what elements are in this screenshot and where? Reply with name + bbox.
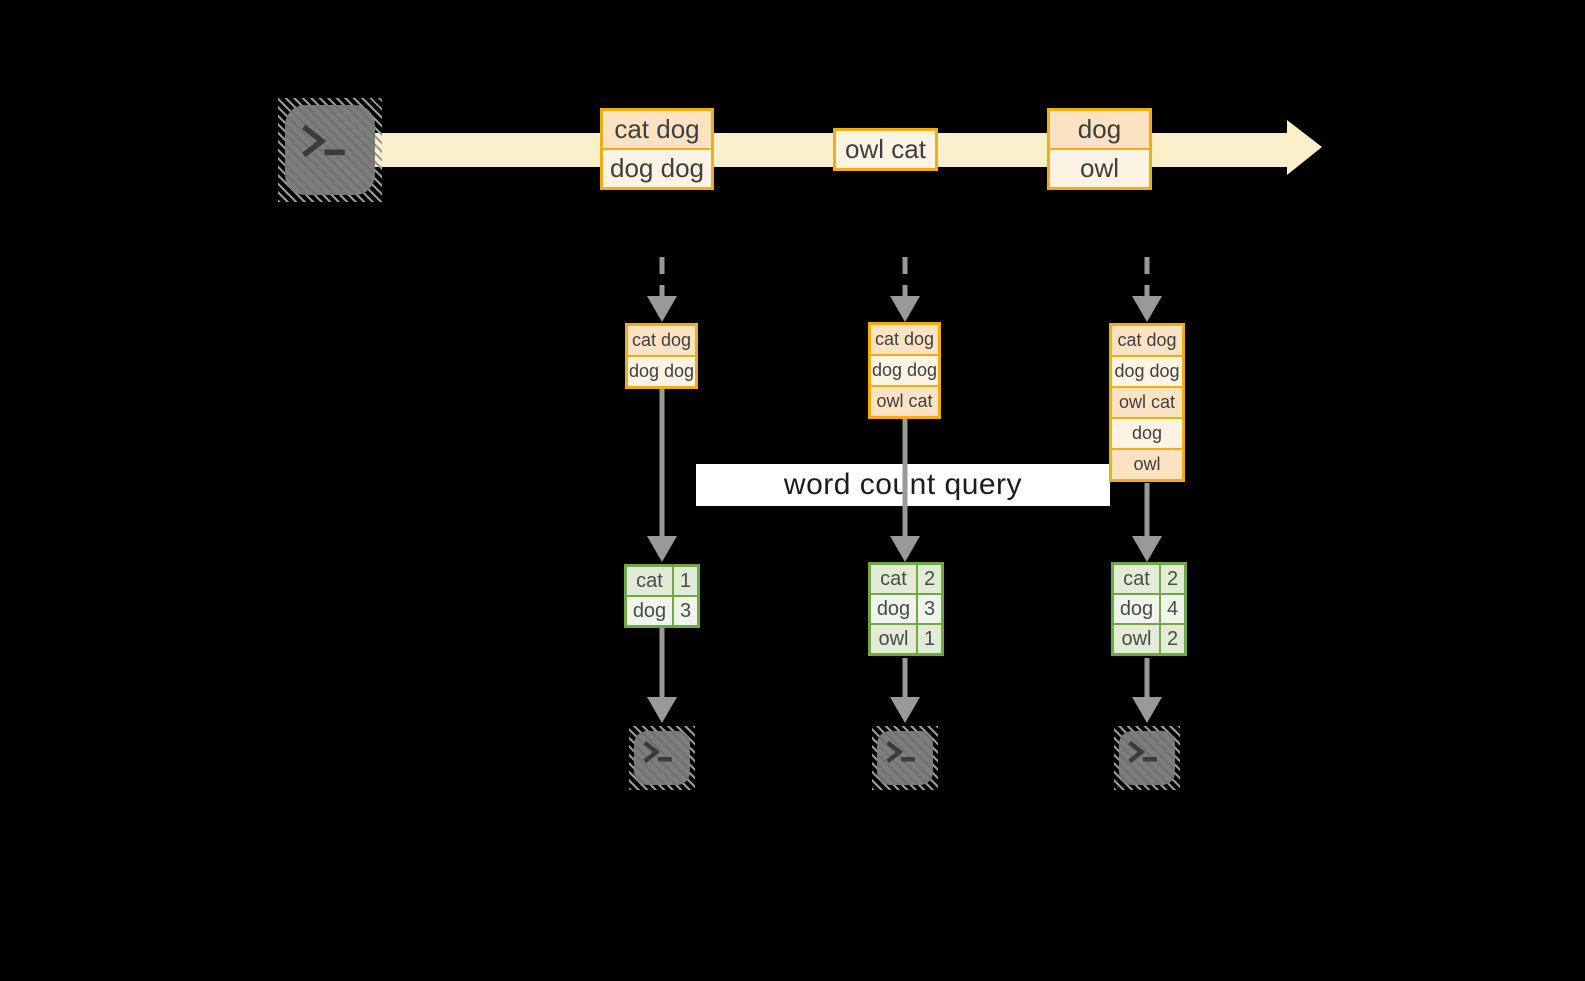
count-cell: 3 xyxy=(674,597,697,625)
word-cell: cat xyxy=(871,565,918,593)
table-row: owl 2 xyxy=(1114,623,1184,653)
sink-arrow-2 xyxy=(890,658,920,723)
word-cell: cat xyxy=(627,567,674,595)
stream-event-cell: dog dog xyxy=(603,148,711,187)
count-cell: 1 xyxy=(674,567,697,595)
query-arrow-3 xyxy=(1132,483,1162,562)
sink-terminal-icon-3 xyxy=(1114,726,1180,790)
state-cell: dog dog xyxy=(628,355,695,386)
state-cell: dog dog xyxy=(871,354,938,385)
terminal-screen xyxy=(634,731,690,785)
state-cell: owl xyxy=(1112,448,1182,479)
state-cell: owl cat xyxy=(871,385,938,416)
table-row: dog 3 xyxy=(627,595,697,625)
prompt-icon xyxy=(302,124,345,158)
state-cell: cat dog xyxy=(1112,326,1182,355)
stream-event-cell: cat dog xyxy=(603,111,711,148)
prompt-icon xyxy=(643,740,672,764)
word-cell: owl xyxy=(1114,625,1161,653)
table-row: cat 1 xyxy=(627,567,697,595)
stream-arrow-head xyxy=(1287,120,1322,175)
ingest-arrow-2 xyxy=(890,257,920,322)
table-row: owl 1 xyxy=(871,623,941,653)
sink-arrow-3 xyxy=(1132,658,1162,723)
count-cell: 2 xyxy=(1161,625,1184,653)
stream-event-box-1: cat dog dog dog xyxy=(600,108,714,190)
query-arrow-2 xyxy=(890,418,920,562)
table-row: cat 2 xyxy=(871,565,941,593)
count-cell: 3 xyxy=(918,595,941,623)
table-row: dog 4 xyxy=(1114,593,1184,623)
state-box-2: cat dog dog dog owl cat xyxy=(868,322,941,419)
word-cell: dog xyxy=(627,597,674,625)
state-cell: cat dog xyxy=(871,325,938,354)
count-table-1: cat 1 dog 3 xyxy=(624,564,700,628)
count-cell: 2 xyxy=(1161,565,1184,593)
source-terminal-icon xyxy=(278,98,382,202)
stream-event-cell: owl cat xyxy=(836,131,935,168)
prompt-icon xyxy=(886,740,915,764)
query-arrow-1 xyxy=(647,388,677,562)
state-cell: dog xyxy=(1112,417,1182,448)
count-cell: 2 xyxy=(918,565,941,593)
word-cell: dog xyxy=(871,595,918,623)
table-row: dog 3 xyxy=(871,593,941,623)
prompt-icon xyxy=(1128,740,1157,764)
terminal-screen xyxy=(285,105,375,195)
terminal-screen xyxy=(877,731,933,785)
terminal-screen xyxy=(1119,731,1175,785)
state-cell: dog dog xyxy=(1112,355,1182,386)
count-cell: 1 xyxy=(918,625,941,653)
state-box-3: cat dog dog dog owl cat dog owl xyxy=(1109,323,1185,482)
word-cell: cat xyxy=(1114,565,1161,593)
count-cell: 4 xyxy=(1161,595,1184,623)
ingest-arrow-3 xyxy=(1132,257,1162,322)
table-row: cat 2 xyxy=(1114,565,1184,593)
sink-terminal-icon-2 xyxy=(872,726,938,790)
count-table-2: cat 2 dog 3 owl 1 xyxy=(868,562,944,656)
stream-event-cell: dog xyxy=(1050,111,1149,148)
count-table-3: cat 2 dog 4 owl 2 xyxy=(1111,562,1187,656)
sink-arrow-1 xyxy=(647,628,677,723)
word-cell: dog xyxy=(1114,595,1161,623)
stream-event-box-2: owl cat xyxy=(833,128,938,171)
state-cell: owl cat xyxy=(1112,386,1182,417)
ingest-arrow-1 xyxy=(647,257,677,322)
stream-event-cell: owl xyxy=(1050,148,1149,187)
stream-event-box-3: dog owl xyxy=(1047,108,1152,190)
state-cell: cat dog xyxy=(628,326,695,355)
state-box-1: cat dog dog dog xyxy=(625,323,698,389)
sink-terminal-icon-1 xyxy=(629,726,695,790)
word-cell: owl xyxy=(871,625,918,653)
